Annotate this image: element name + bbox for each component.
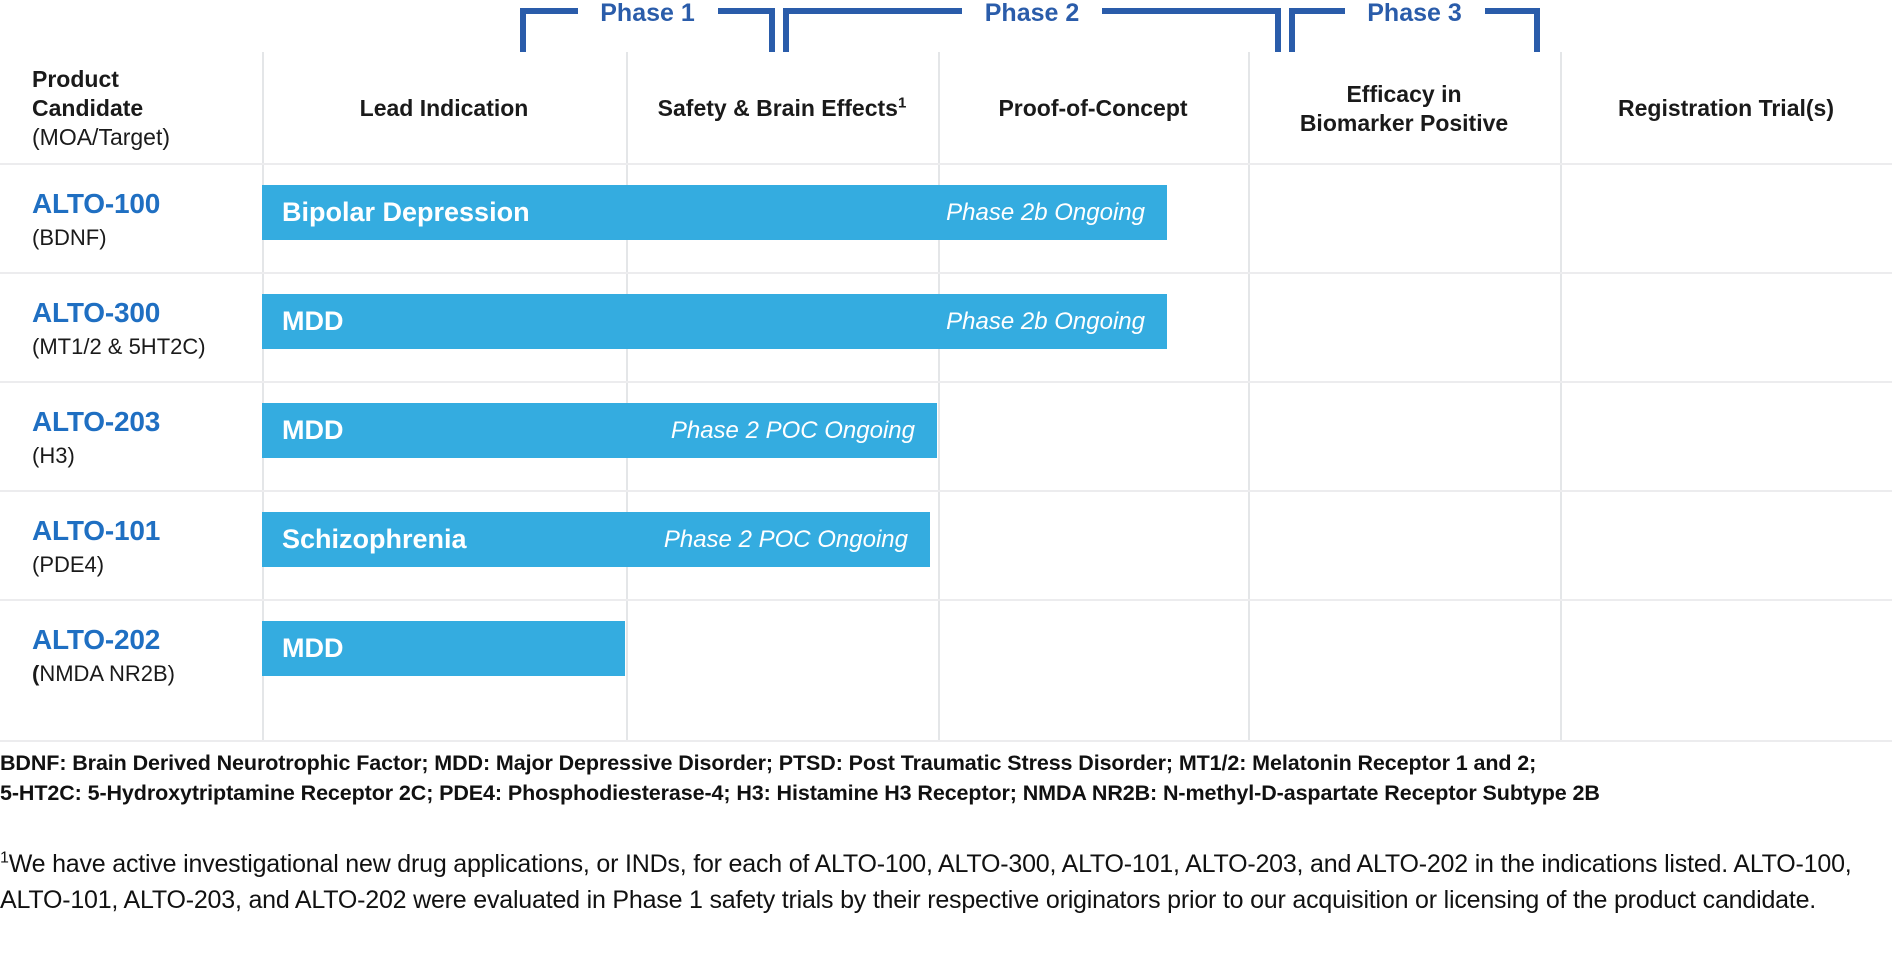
bracket-right-stem xyxy=(769,8,775,52)
moa-text: NMDA NR2B) xyxy=(39,660,176,686)
product-name: ALTO-100 xyxy=(32,187,161,219)
column-divider-3 xyxy=(938,52,940,742)
footnote-1: 1We have active investigational new drug… xyxy=(0,846,1884,918)
product-name: ALTO-202 xyxy=(32,623,161,655)
phase-label-3: Phase 3 xyxy=(1355,0,1474,28)
pipeline-progress-bar[interactable]: MDD Phase 2b Ongoing xyxy=(262,294,1167,349)
pipeline-progress-bar[interactable]: Schizophrenia Phase 2 POC Ongoing xyxy=(262,512,930,567)
bracket-left-stem xyxy=(1289,8,1295,52)
table-row[interactable]: ALTO-202 (NMDA NR2B) MDD xyxy=(0,601,1892,710)
column-header-registration-trials: Registration Trial(s) xyxy=(1560,52,1892,165)
bar-indication-label: Schizophrenia xyxy=(282,524,467,554)
bar-status-label: Phase 2 POC Ongoing xyxy=(670,416,915,444)
bracket-top-right-rail xyxy=(1484,8,1540,14)
column-header-proof-of-concept: Proof-of-Concept xyxy=(938,52,1248,165)
table-row[interactable]: ALTO-300 (MT1/2 & 5HT2C) MDD Phase 2b On… xyxy=(0,274,1892,383)
column-divider-5 xyxy=(1560,52,1562,742)
phase-label-2: Phase 2 xyxy=(972,0,1092,28)
abbreviations-line-2: 5-HT2C: 5-Hydroxytriptamine Receptor 2C;… xyxy=(0,781,1600,805)
product-candidate-cell: ALTO-202 (NMDA NR2B) xyxy=(32,601,262,710)
header-text: Lead Indication xyxy=(359,95,529,121)
moa-text: (PDE4) xyxy=(32,551,105,577)
column-divider-1 xyxy=(262,52,264,742)
table-row[interactable]: ALTO-101 (PDE4) Schizophrenia Phase 2 PO… xyxy=(0,492,1892,601)
pipeline-progress-bar[interactable]: MDD xyxy=(262,621,625,676)
row-divider-bottom xyxy=(0,740,1892,742)
header-line-2: Candidate xyxy=(32,95,144,121)
phase-bracket-2: Phase 2 xyxy=(783,0,1281,52)
abbreviations-footnote: BDNF: Brain Derived Neurotrophic Factor;… xyxy=(0,748,1892,808)
footnote-text: We have active investigational new drug … xyxy=(0,850,1852,914)
header-line-3: (MOA/Target) xyxy=(32,124,171,150)
product-name: ALTO-300 xyxy=(32,296,161,328)
product-candidate-cell: ALTO-300 (MT1/2 & 5HT2C) xyxy=(32,274,262,383)
pipeline-progress-bar[interactable]: Bipolar Depression Phase 2b Ongoing xyxy=(262,185,1167,240)
header-line-1: Efficacy in xyxy=(1346,80,1462,107)
row-divider-header xyxy=(0,163,1892,165)
footnote-marker: 1 xyxy=(0,849,9,867)
row-divider-4 xyxy=(0,599,1892,601)
bracket-right-stem xyxy=(1275,8,1281,52)
product-candidate-cell: ALTO-101 (PDE4) xyxy=(32,492,262,601)
product-moa: (NMDA NR2B) xyxy=(32,659,262,689)
phase-bracket-3: Phase 3 xyxy=(1289,0,1540,52)
table-header-row: Product Candidate (MOA/Target) Lead Indi… xyxy=(0,52,1892,165)
bar-indication-label: Bipolar Depression xyxy=(282,197,530,227)
bracket-left-stem xyxy=(783,8,789,52)
product-moa: (H3) xyxy=(32,441,262,471)
bracket-top-right-rail xyxy=(1102,8,1281,14)
moa-text: (BDNF) xyxy=(32,224,107,250)
bar-indication-label: MDD xyxy=(282,306,344,336)
product-candidate-cell: ALTO-100 (BDNF) xyxy=(32,165,262,274)
column-header-efficacy-biomarker-positive: Efficacy in Biomarker Positive xyxy=(1248,52,1560,165)
bracket-left-stem xyxy=(520,8,526,52)
row-divider-2 xyxy=(0,381,1892,383)
phase-header-band: Phase 1 Phase 2 Phase 3 xyxy=(0,0,1892,52)
bar-indication-label: MDD xyxy=(282,415,344,445)
table-row[interactable]: ALTO-100 (BDNF) Bipolar Depression Phase… xyxy=(0,165,1892,274)
column-divider-2 xyxy=(626,52,628,742)
bracket-top-left-rail xyxy=(1289,8,1345,14)
moa-text: (MT1/2 & 5HT2C) xyxy=(32,333,206,359)
bar-status-label: Phase 2b Ongoing xyxy=(946,198,1145,226)
row-divider-1 xyxy=(0,272,1892,274)
column-header-lead-indication: Lead Indication xyxy=(262,52,626,165)
bracket-top-right-rail xyxy=(717,8,775,14)
pipeline-progress-bar[interactable]: MDD Phase 2 POC Ongoing xyxy=(262,403,937,458)
header-text: Registration Trial(s) xyxy=(1618,95,1834,121)
moa-text: (H3) xyxy=(32,442,75,468)
column-header-product-candidate: Product Candidate (MOA/Target) xyxy=(0,52,262,165)
row-divider-3 xyxy=(0,490,1892,492)
bracket-right-stem xyxy=(1534,8,1540,52)
product-moa: (BDNF) xyxy=(32,223,262,253)
column-divider-4 xyxy=(1248,52,1250,742)
bar-status-label: Phase 2b Ongoing xyxy=(946,307,1145,335)
phase-label-1: Phase 1 xyxy=(588,0,707,28)
product-candidate-cell: ALTO-203 (H3) xyxy=(32,383,262,492)
header-line-1: Product xyxy=(32,66,119,92)
table-row[interactable]: ALTO-203 (H3) MDD Phase 2 POC Ongoing xyxy=(0,383,1892,492)
moa-bold-prefix: ( xyxy=(32,660,40,686)
bracket-top-left-rail xyxy=(783,8,962,14)
bar-status-label: Phase 2 POC Ongoing xyxy=(663,525,908,553)
column-header-safety-brain-effects: Safety & Brain Effects1 xyxy=(626,52,938,165)
table-grid xyxy=(0,52,1892,742)
bar-indication-label: MDD xyxy=(282,633,344,663)
product-moa: (MT1/2 & 5HT2C) xyxy=(32,332,262,362)
phase-bracket-1: Phase 1 xyxy=(520,0,775,52)
abbreviations-line-1: BDNF: Brain Derived Neurotrophic Factor;… xyxy=(0,751,1537,775)
header-text: Proof-of-Concept xyxy=(998,95,1188,121)
product-moa: (PDE4) xyxy=(32,550,262,580)
header-line-2: Biomarker Positive xyxy=(1299,109,1509,136)
bracket-top-left-rail xyxy=(520,8,578,14)
header-text: Safety & Brain Effects xyxy=(657,95,898,121)
footnote-marker: 1 xyxy=(897,94,907,112)
product-name: ALTO-101 xyxy=(32,514,161,546)
product-name: ALTO-203 xyxy=(32,405,161,437)
